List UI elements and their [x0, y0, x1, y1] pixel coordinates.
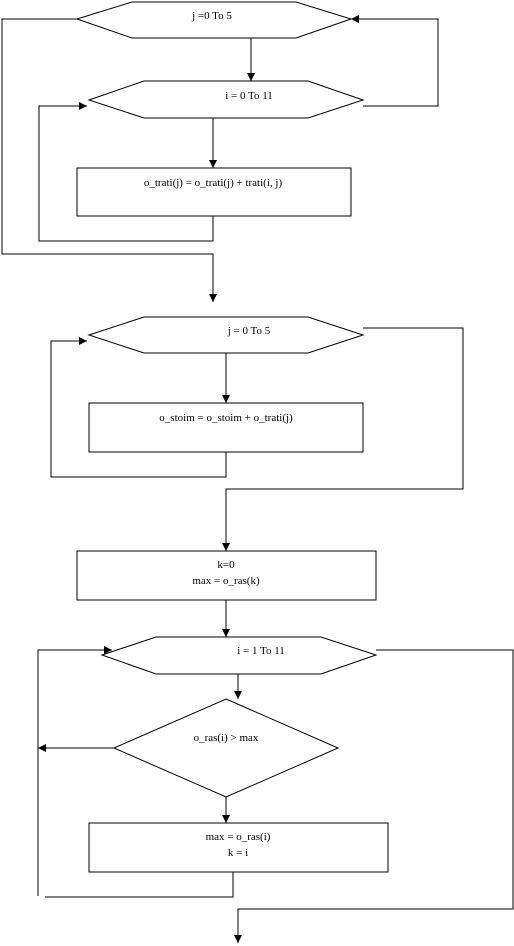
- loop-i-third-label: i = 1 To 11: [237, 645, 285, 657]
- connector-update-back: [45, 872, 234, 898]
- loop-j-outer-label: j =0 To 5: [191, 10, 232, 22]
- process-update-line-1: max = o_ras(i): [206, 831, 271, 843]
- process-o-stoim-box: [88, 402, 364, 453]
- process-update-line-2: k = i: [228, 847, 248, 859]
- process-o-trati-box: [76, 167, 352, 217]
- connector-i-exit-to-j: [351, 15, 439, 107]
- loop-j-second-hexagon: [87, 316, 365, 354]
- loop-i-inner-hexagon: [87, 80, 365, 119]
- decision-diamond: [112, 698, 340, 798]
- connector-stoim-back-to-j2: [50, 337, 227, 478]
- process-update-box: [88, 822, 389, 873]
- connector-j2-exit: [222, 327, 464, 551]
- connector-back-to-i3: [37, 646, 112, 896]
- connector-j-exit: [1, 18, 217, 302]
- process-init-line-2: max = o_ras(k): [192, 575, 260, 587]
- loop-i-inner-label: i = 0 To 11: [225, 90, 273, 102]
- process-init-box: [76, 550, 377, 601]
- decision-label: o_ras(i) > max: [194, 732, 259, 744]
- connector-process-back-to-i: [38, 102, 214, 242]
- loop-i-third-hexagon: [100, 636, 378, 675]
- process-o-stoim-label: o_stoim = o_stoim + o_trati(j): [159, 412, 293, 424]
- process-init-line-1: k=0: [217, 559, 235, 571]
- process-o-trati-label: o_trati(j) = o_trati(j) + trati(i, j): [144, 177, 283, 189]
- connector-i3-exit: [234, 649, 514, 943]
- loop-j-second-label: j = 0 To 5: [227, 325, 271, 337]
